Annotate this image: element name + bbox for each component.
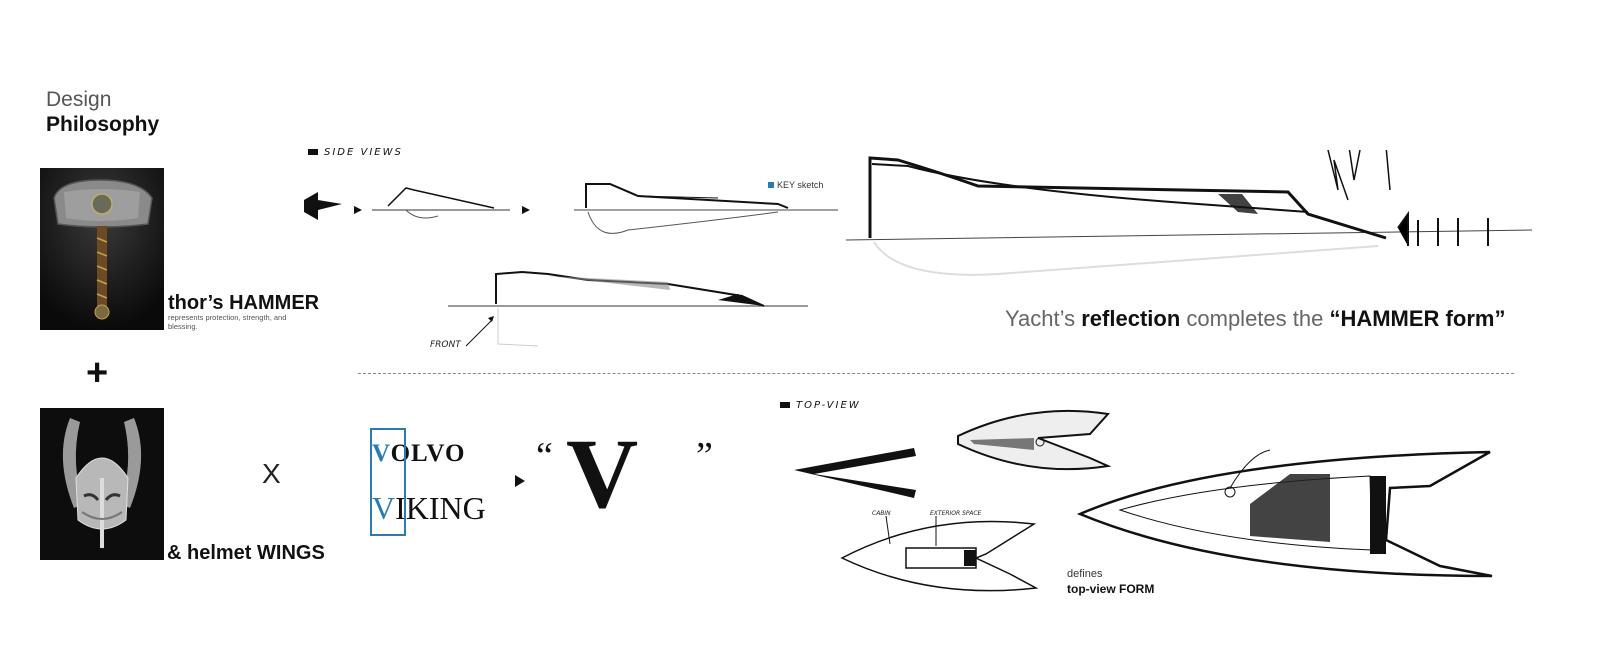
hammer-image	[40, 168, 164, 330]
times-symbol: X	[262, 458, 281, 489]
viking-wordmark: VIKING	[372, 490, 486, 527]
volvo-v: V	[372, 440, 391, 467]
volvo-rest: OLVO	[390, 440, 466, 467]
hammer-subtitle: represents protection, strength, and ble…	[168, 313, 287, 331]
helmet-image	[40, 408, 164, 560]
top-view-label: TOP-VIEW	[780, 400, 861, 411]
helmet-caption: & helmet WINGS	[167, 542, 325, 564]
key-sketch-text: KEY sketch	[777, 180, 824, 190]
defines-text: defines	[1067, 568, 1103, 580]
label-marker	[308, 149, 318, 155]
exterior-note: EXTERIOR SPACE	[930, 510, 982, 517]
quote-close: ”	[696, 435, 713, 477]
side-view-sketches	[304, 150, 1533, 347]
viking-v: V	[372, 490, 396, 526]
key-sketch-label: KEY sketch	[768, 180, 823, 190]
helmet-icon	[40, 408, 164, 560]
top-view-form-text: top-view FORM	[1067, 582, 1155, 596]
top-view-text: TOP-VIEW	[796, 400, 861, 411]
big-v-text: V	[566, 418, 639, 529]
big-v-letter: V	[566, 424, 638, 524]
plus-symbol: +	[86, 352, 109, 394]
volvo-wordmark: VOLVO	[372, 440, 465, 468]
reflection-bold: reflection	[1081, 306, 1181, 331]
key-marker	[768, 182, 774, 188]
arrow-right-icon	[515, 475, 525, 487]
v-highlight-box	[370, 428, 406, 536]
hammer-icon	[40, 168, 164, 330]
top-view-sketches	[794, 409, 1493, 592]
front-note: FRONT	[430, 340, 461, 350]
hammer-caption: thor’s HAMMER	[168, 292, 320, 314]
title-philosophy: Philosophy	[46, 113, 160, 136]
quote-open: “	[536, 435, 553, 477]
cabin-note: CABIN	[872, 510, 891, 517]
reflection-middle: completes the	[1180, 306, 1330, 331]
top-label-marker	[780, 402, 790, 408]
reflection-prefix: Yacht’s	[1005, 306, 1082, 331]
side-views-text: SIDE VIEWS	[324, 147, 403, 158]
side-views-label: SIDE VIEWS	[308, 147, 403, 158]
reflection-caption: Yacht’s reflection completes the “HAMMER…	[1005, 306, 1505, 332]
section-divider	[358, 373, 1514, 374]
hammer-form-bold: “HAMMER form”	[1329, 306, 1506, 331]
viking-rest: IKING	[395, 490, 486, 526]
title-design: Design	[46, 88, 112, 111]
